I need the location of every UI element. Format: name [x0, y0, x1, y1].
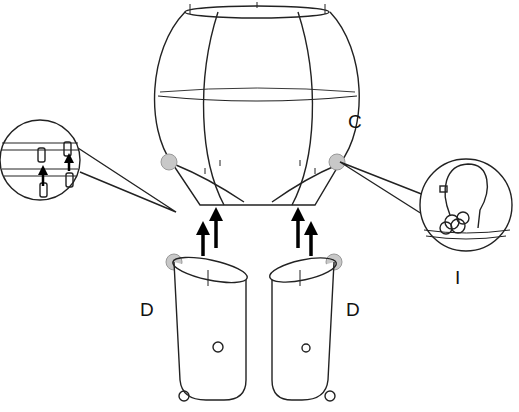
part-label: I — [455, 268, 460, 287]
detail-callout-right — [340, 159, 512, 251]
part-label: C — [348, 112, 362, 131]
part-label: D — [346, 300, 360, 319]
leg-right — [268, 253, 339, 401]
detail-callout-left — [0, 120, 176, 212]
vase-body — [155, 2, 360, 205]
part-label: D — [140, 300, 154, 319]
assembly-arrows — [203, 214, 311, 256]
leg-left — [171, 252, 249, 401]
joint-marks — [161, 154, 345, 270]
